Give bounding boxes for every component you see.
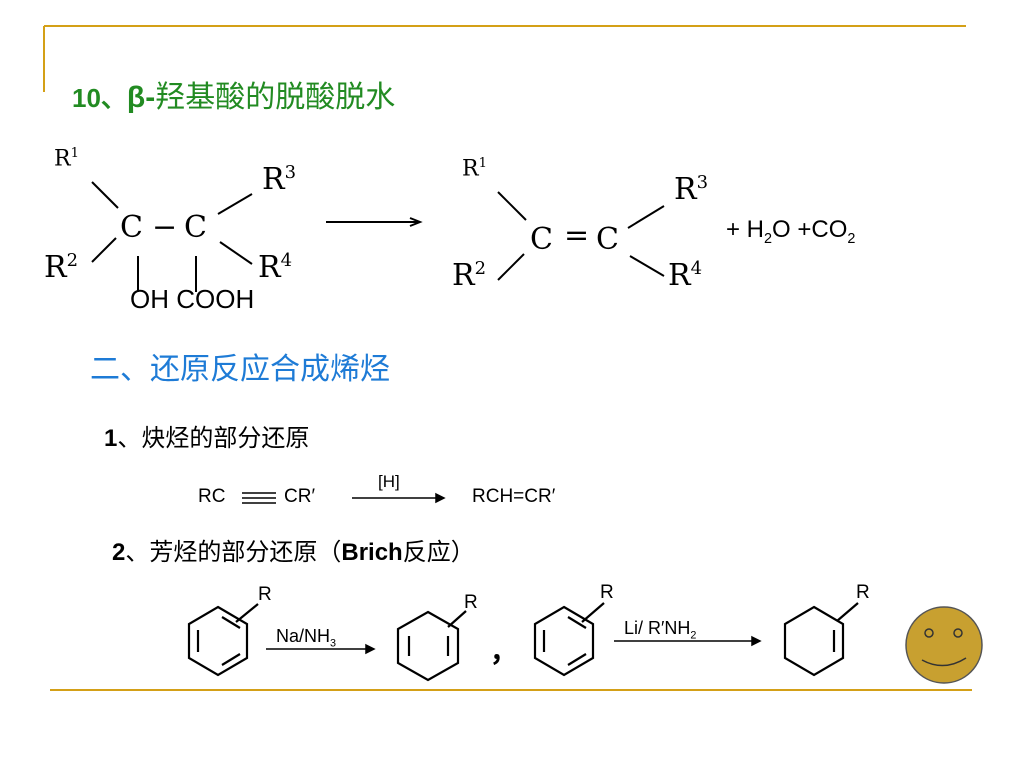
smiley-face-icon — [905, 606, 983, 684]
alkene-product: RCH=CR′ — [472, 486, 556, 507]
section-title-2: 二、还原反应合成烯烃 — [90, 352, 390, 387]
right-r3-label: R3 — [674, 172, 709, 207]
ring-c-r-label: R — [600, 582, 614, 603]
left-r2-label: R2 — [44, 250, 79, 285]
reagent-na-nh3: Na/NH3 — [276, 626, 337, 650]
benzene-ring-a — [187, 603, 259, 677]
subsection-title-1: 1、炔烃的部分还原 — [104, 424, 310, 452]
left-single-bond: − — [152, 210, 178, 245]
right-r4-label: R4 — [668, 258, 703, 293]
reaction-arrow-2 — [352, 492, 446, 504]
benzene-ring-c — [533, 602, 605, 677]
left-molecule-bonds — [91, 181, 253, 292]
alkyne-left: RC — [198, 486, 226, 507]
right-carbon-1: C — [530, 222, 553, 257]
separator-comma: ， — [490, 635, 519, 668]
triple-bond — [242, 492, 276, 504]
right-carbon-2: C — [596, 222, 619, 257]
left-r3-label: R3 — [262, 162, 297, 197]
reagent-h: [H] — [378, 472, 400, 491]
right-double-bond: = — [564, 218, 590, 253]
left-carbon-2: C — [184, 210, 207, 245]
right-r2-label: R2 — [452, 258, 487, 293]
subsection-title-2: 2、芳烃的部分还原（Brich反应） — [112, 538, 475, 566]
cyclohexadiene-ring-b — [396, 610, 467, 682]
reagent-li-rnh2: Li/ R′NH2 — [624, 618, 697, 642]
cyclohexene-ring-d — [783, 602, 859, 677]
right-molecule-bonds — [497, 191, 665, 281]
left-r1-label: R1 — [54, 146, 79, 172]
section-title-1: 10、β-羟基酸的脱酸脱水 — [72, 80, 396, 115]
byproducts-label: + H2O +CO2 — [726, 216, 856, 247]
right-r1-label: R1 — [462, 156, 487, 182]
reaction-arrow-1 — [326, 217, 423, 227]
ring-d-r-label: R — [856, 582, 870, 603]
reaction-arrow-4 — [614, 635, 762, 647]
alkyne-right: CR′ — [284, 486, 316, 507]
hydroxyl-carboxyl-label: OH COOH — [130, 284, 255, 314]
reaction-arrow-3 — [266, 643, 376, 655]
left-carbon-1: C — [120, 210, 143, 245]
ring-b-r-label: R — [464, 592, 478, 613]
left-r4-label: R4 — [258, 250, 293, 285]
ring-a-r-label: R — [258, 584, 272, 605]
